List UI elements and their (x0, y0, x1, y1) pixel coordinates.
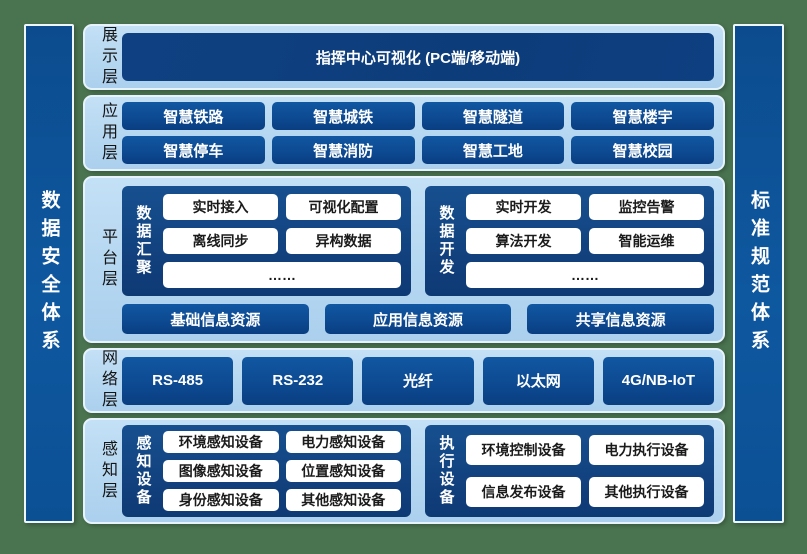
standards-bar: 标准规范体系 (733, 24, 784, 523)
app-box-smart-firefighting: 智慧消防 (271, 136, 415, 164)
algorithm-dev-box: 算法开发 (466, 228, 581, 254)
identity-sensing-box: 身份感知设备 (163, 489, 279, 511)
application-layer-content: 智慧铁路 智慧城铁 智慧隧道 智慧楼宇 智慧停车 智慧消防 智慧工地 智慧校园 (122, 97, 714, 169)
other-actuator-box: 其他执行设备 (589, 477, 704, 507)
basic-info-resource-box: 基础信息资源 (122, 304, 309, 334)
perception-layer-label: 感知层 (99, 439, 116, 503)
offline-sync-box: 离线同步 (163, 228, 278, 254)
app-box-smart-tunnel: 智慧隧道 (421, 102, 565, 130)
info-publish-box: 信息发布设备 (466, 477, 581, 507)
power-sensing-box: 电力感知设备 (285, 431, 401, 453)
env-sensing-box: 环境感知设备 (163, 431, 279, 453)
platform-layer-panel: 平台层 数据汇聚 实时接入 可视化配置 离线同步 异构数据 …… (83, 176, 725, 343)
power-actuator-box: 电力执行设备 (589, 435, 704, 465)
perception-layer-panel: 感知层 感知设备 环境感知设备 电力感知设备 图像感知设备 位置感知设备 身份感… (83, 418, 725, 524)
actuator-devices-items: 环境控制设备 电力执行设备 信息发布设备 其他执行设备 (466, 431, 704, 511)
application-layer-label: 应用层 (99, 101, 116, 165)
platform-groups: 数据汇聚 实时接入 可视化配置 离线同步 异构数据 …… 数据开发 (122, 186, 714, 296)
display-layer-label: 展示层 (99, 25, 116, 89)
app-box-smart-site: 智慧工地 (421, 136, 565, 164)
platform-layer-content: 数据汇聚 实时接入 可视化配置 离线同步 异构数据 …… 数据开发 (122, 178, 715, 341)
aggregation-ellipsis-box: …… (163, 262, 401, 288)
rs232-box: RS-232 (242, 356, 354, 405)
4g-nbiot-box: 4G/NB-IoT (602, 356, 715, 405)
app-box-smart-campus: 智慧校园 (571, 136, 714, 164)
information-resources: 基础信息资源 应用信息资源 共享信息资源 (122, 304, 715, 334)
shared-info-resource-box: 共享信息资源 (527, 304, 715, 334)
realtime-access-box: 实时接入 (163, 194, 278, 220)
network-layer-label: 网络层 (99, 349, 116, 412)
platform-layer-label: 平台层 (99, 228, 116, 291)
network-layer-panel: 网络层 RS-485 RS-232 光纤 以太网 4G/NB-IoT (83, 348, 725, 413)
development-ellipsis-box: …… (466, 262, 704, 288)
fiber-box: 光纤 (362, 356, 474, 405)
location-sensing-box: 位置感知设备 (285, 460, 401, 482)
app-box-smart-building: 智慧楼宇 (571, 102, 714, 130)
data-development-items: 实时开发 监控告警 算法开发 智能运维 …… (466, 194, 704, 288)
rs485-box: RS-485 (122, 356, 234, 405)
data-aggregation-label: 数据汇聚 (134, 205, 152, 277)
heterogeneous-data-box: 异构数据 (286, 228, 401, 254)
image-sensing-box: 图像感知设备 (163, 460, 279, 482)
standards-bar-label: 标准规范体系 (748, 189, 769, 358)
ethernet-box: 以太网 (482, 356, 594, 405)
data-aggregation-group: 数据汇聚 实时接入 可视化配置 离线同步 异构数据 …… (122, 186, 411, 296)
realtime-dev-box: 实时开发 (466, 194, 581, 220)
application-layer-panel: 应用层 智慧铁路 智慧城铁 智慧隧道 智慧楼宇 智慧停车 智慧消防 智慧工地 智… (83, 95, 725, 171)
perception-layer-content: 感知设备 环境感知设备 电力感知设备 图像感知设备 位置感知设备 身份感知设备 … (122, 420, 714, 522)
app-box-smart-parking: 智慧停车 (122, 136, 265, 164)
sensing-devices-items: 环境感知设备 电力感知设备 图像感知设备 位置感知设备 身份感知设备 其他感知设… (163, 431, 401, 511)
visual-config-box: 可视化配置 (286, 194, 401, 220)
app-box-smart-railway: 智慧铁路 (122, 102, 265, 130)
other-sensing-box: 其他感知设备 (285, 489, 401, 511)
sensing-devices-group: 感知设备 环境感知设备 电力感知设备 图像感知设备 位置感知设备 身份感知设备 … (122, 425, 411, 517)
intelligent-ops-box: 智能运维 (589, 228, 704, 254)
sensing-devices-label: 感知设备 (134, 435, 152, 507)
layers-column: 展示层 指挥中心可视化 (PC端/移动端) 应用层 智慧铁路 智慧城铁 智慧隧道… (83, 24, 725, 525)
actuator-devices-label: 执行设备 (437, 435, 455, 507)
command-center-box: 指挥中心可视化 (PC端/移动端) (122, 33, 714, 81)
app-box-smart-metro: 智慧城铁 (271, 102, 415, 130)
data-development-group: 数据开发 实时开发 监控告警 算法开发 智能运维 …… (425, 186, 714, 296)
data-aggregation-items: 实时接入 可视化配置 离线同步 异构数据 …… (163, 194, 401, 288)
data-security-bar: 数据安全体系 (24, 24, 74, 523)
application-info-resource-box: 应用信息资源 (324, 304, 512, 334)
data-security-bar-label: 数据安全体系 (38, 189, 60, 358)
actuator-devices-group: 执行设备 环境控制设备 电力执行设备 信息发布设备 其他执行设备 (425, 425, 714, 517)
data-development-label: 数据开发 (437, 205, 455, 277)
monitor-alert-box: 监控告警 (589, 194, 704, 220)
display-layer-content: 指挥中心可视化 (PC端/移动端) (122, 26, 714, 88)
display-layer-panel: 展示层 指挥中心可视化 (PC端/移动端) (83, 24, 725, 90)
env-control-box: 环境控制设备 (466, 435, 581, 465)
network-layer-content: RS-485 RS-232 光纤 以太网 4G/NB-IoT (122, 350, 715, 411)
